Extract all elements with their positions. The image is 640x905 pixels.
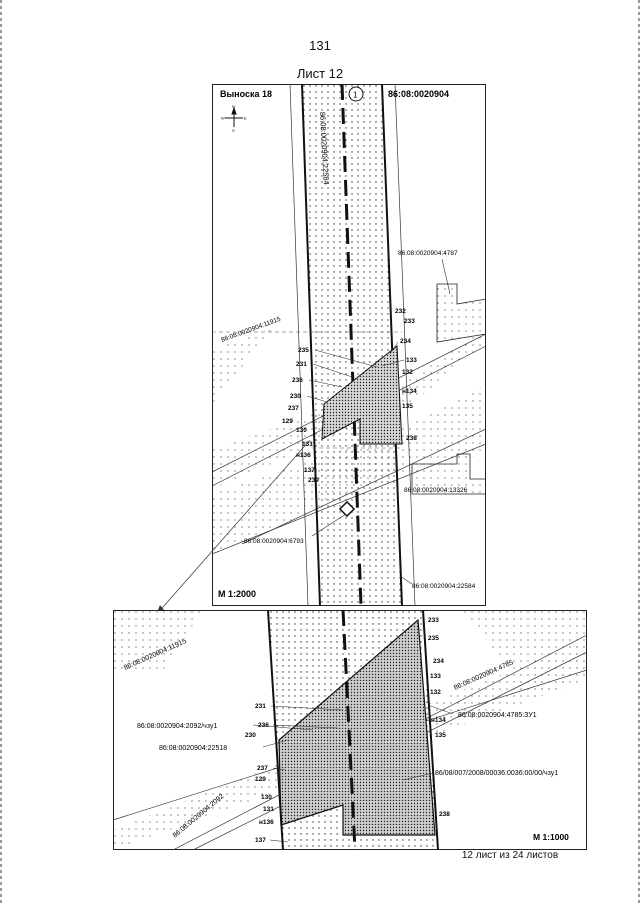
parcel-label-6793: 86:08:0020904:6793 (244, 538, 304, 545)
point-130: 130 (296, 427, 307, 434)
point-237: 237 (288, 405, 299, 412)
lower-point-234: 234 (433, 658, 444, 665)
parcel-4787-area (436, 283, 486, 343)
point-129: 129 (282, 418, 293, 425)
lower-leaders (252, 704, 454, 781)
parcel-area-11915 (212, 329, 272, 404)
lower-point-236: 236 (258, 722, 269, 729)
lower-point-129: 129 (255, 776, 266, 783)
compass-s: S (232, 128, 235, 133)
diamond-marker (338, 500, 356, 518)
point-131: 131 (302, 441, 313, 448)
lower-parcel-label-22518: 86:08:0020904:22518 (159, 745, 227, 752)
road-edge-right (381, 84, 403, 606)
leader-4787 (441, 258, 451, 295)
leader-22584 (399, 575, 413, 585)
parcel-label-22584: 86:08:0020904:22584 (412, 583, 476, 590)
point-232: 232 (395, 308, 406, 315)
circle-marker (348, 86, 364, 102)
point-234: 234 (400, 338, 411, 345)
road-parcel-label: 86:08:0020904:22584 (318, 112, 331, 185)
road-outer-left (289, 84, 309, 606)
point-230: 230 (290, 393, 301, 400)
lower-parcel-label-4785zu1: 86:08:0020904:4785:ЗУ1 (458, 712, 537, 719)
lower-point-130: 130 (261, 794, 272, 801)
lower-point-135: 135 (435, 732, 446, 739)
upper-scale: М 1:2000 (218, 589, 256, 599)
lower-point-235: 235 (428, 635, 439, 642)
block-number: 86:08:0020904 (388, 89, 449, 99)
compass-e: E (244, 116, 247, 121)
point-n136: н136 (296, 452, 311, 459)
point-leaders (306, 341, 405, 403)
lower-road-centerline (341, 610, 357, 850)
lower-point-233: 233 (428, 617, 439, 624)
scan-edge-left (0, 0, 2, 905)
point-239: 239 (308, 477, 319, 484)
lower-point-133: 133 (430, 673, 441, 680)
leader-6793 (311, 513, 347, 537)
road-outer-right (394, 84, 416, 606)
circle-number: 1 (353, 91, 358, 100)
point-233: 233 (404, 318, 415, 325)
point-135: 135 (402, 403, 413, 410)
point-231: 231 (296, 361, 307, 368)
lower-area-11915 (113, 610, 203, 670)
parcel-13326-area (411, 453, 486, 495)
lower-point-137: 137 (255, 837, 266, 844)
callout-label: Выноска 18 (220, 89, 272, 99)
lower-point-n134: н134 (431, 717, 446, 724)
lower-road-edge-left (267, 610, 284, 850)
sheet-title: Лист 12 (296, 66, 344, 81)
lower-point-132: 132 (430, 689, 441, 696)
point-238: 238 (406, 435, 417, 442)
point-n134: н134 (402, 388, 417, 395)
lower-point-238: 238 (439, 811, 450, 818)
compass-w: W (221, 116, 225, 121)
lower-point-230: 230 (245, 732, 256, 739)
lower-scale: М 1:1000 (533, 832, 569, 842)
parcel-label-13326: 86:08:0020904:13326 (404, 487, 468, 494)
point-137: 137 (304, 467, 315, 474)
point-132: 132 (402, 369, 413, 376)
point-236: 236 (292, 377, 303, 384)
highlighted-parcel (321, 345, 403, 445)
scan-edge-right (638, 0, 640, 905)
lower-parcel-label-0036: 86/08/007/2008/00036:0036:00/00/чзу1 (435, 770, 558, 777)
road-centerline (340, 84, 363, 606)
lower-point-237: 237 (257, 765, 268, 772)
lower-point-n136: н136 (259, 819, 274, 826)
lower-parcel-label-2092zu1: 86:08:0020904:2092/чзу1 (137, 723, 217, 730)
road-area (302, 84, 402, 606)
point-133: 133 (406, 357, 417, 364)
point-235: 235 (298, 347, 309, 354)
upper-map: Выноска 18 1 86:08:0020904 N S W E 86:08… (212, 84, 486, 606)
compass-icon (225, 106, 243, 127)
road-edge-left (301, 84, 321, 606)
parcel-label-4787: 86:08:0020904:4787 (398, 250, 458, 257)
footer-sheet-count: 12 лист из 24 листов (461, 850, 559, 861)
lower-road-edge-right (422, 610, 439, 850)
lower-point-231: 231 (255, 703, 266, 710)
lower-point-131: 131 (263, 806, 274, 813)
lower-point-leaders (269, 705, 344, 843)
compass-n: N (232, 104, 235, 109)
page-number: 131 (309, 38, 331, 53)
connector-lines (155, 440, 311, 616)
lower-map: 86:08:0020904:11915 86:08:0020904:4785 8… (113, 610, 587, 850)
